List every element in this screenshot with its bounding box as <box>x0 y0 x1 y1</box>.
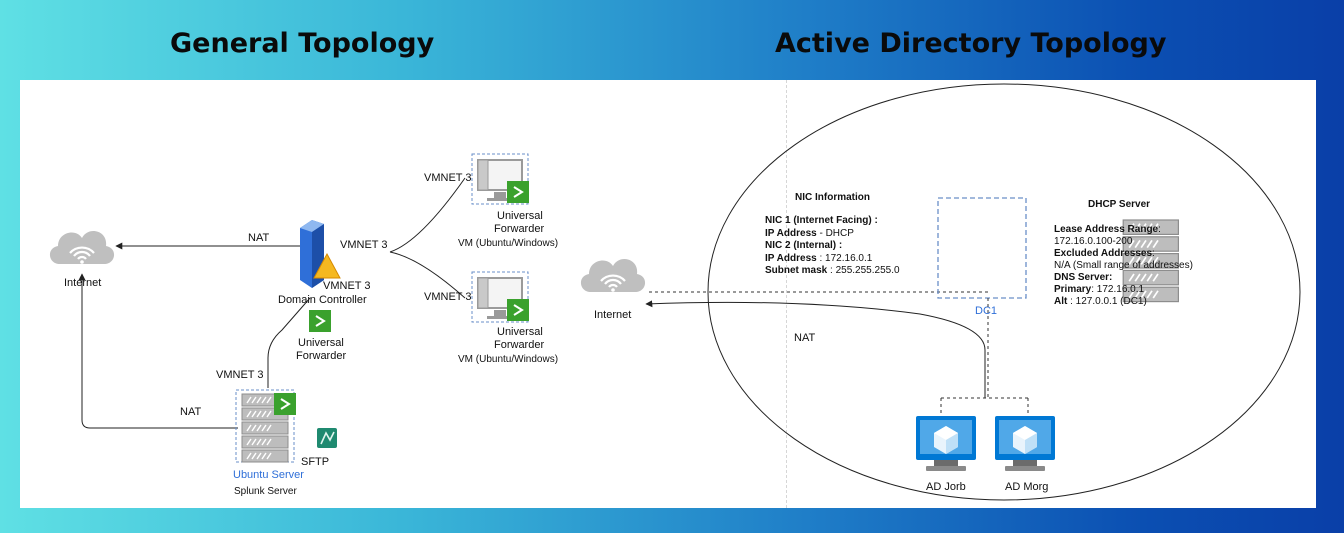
diagram-panel: Internet NAT NAT VMNET 3 VMNET 3 Domain … <box>20 80 1316 508</box>
vm2-caption: VM (Ubuntu/Windows) <box>458 354 558 365</box>
nic1-label: NIC 1 (Internet Facing) : <box>765 215 878 226</box>
nic2-label: NIC 2 (Internal) : <box>765 240 842 251</box>
nic-mask-line: Subnet mask : 255.255.255.0 <box>765 265 900 276</box>
vmnet-vm1-label: VMNET 3 <box>424 172 471 184</box>
ad-internet-cloud-icon <box>579 257 647 294</box>
dc-vm1-link <box>389 177 466 253</box>
ad-jorb-computer-icon <box>916 416 976 471</box>
ad-domain-boundary <box>707 83 1301 501</box>
dhcp-excluded-value: N/A (Small range of addresses) <box>1054 260 1193 271</box>
vmnet-dc-below-label: VMNET 3 <box>323 280 370 292</box>
domain-controller-icon <box>300 220 341 288</box>
general-internet-cloud-icon <box>48 229 116 266</box>
nic-ip2-line: IP Address : 172.16.0.1 <box>765 253 873 264</box>
splunk-server-caption: Splunk Server <box>234 486 297 497</box>
server-universal-forwarder-icon <box>273 392 297 416</box>
nat-bottom-label: NAT <box>180 406 201 418</box>
dc-uf-label-line2: Forwarder <box>296 350 346 362</box>
vm2-uf-label-line2: Forwarder <box>494 339 544 351</box>
vm1-universal-forwarder-icon <box>506 180 530 204</box>
nat-top-label: NAT <box>248 232 269 244</box>
ad-internet-label: Internet <box>594 309 631 321</box>
dhcp-excluded-key-line: Excluded Addresses: <box>1054 248 1155 259</box>
dns-alt-key: Alt <box>1054 296 1068 307</box>
dhcp-range-value: 172.16.0.100-200 <box>1054 236 1133 247</box>
nic-ip1-value: - DHCP <box>817 228 855 239</box>
sftp-label: SFTP <box>301 456 329 468</box>
ubuntu-server-label: Ubuntu Server <box>233 469 304 481</box>
nic-info-title: NIC Information <box>795 192 870 203</box>
dns-alt-value: : 127.0.0.1 (DC1) <box>1067 296 1146 307</box>
nic-mask-value: : 255.255.255.0 <box>827 265 900 276</box>
ad-nat-link <box>645 300 986 398</box>
dhcp-excluded-key: Excluded Addresses <box>1054 248 1152 259</box>
dc-uf-label-line1: Universal <box>298 337 344 349</box>
vmnet-dc-right-label: VMNET 3 <box>340 239 387 251</box>
dc-universal-forwarder-icon <box>308 309 332 333</box>
server-dc-link <box>267 297 311 388</box>
dhcp-range-key-line: Lease Address Range: <box>1054 224 1161 235</box>
dc1-label: DC1 <box>975 305 997 317</box>
dhcp-title: DHCP Server <box>1088 199 1150 210</box>
general-topology-heading: General Topology <box>170 28 435 59</box>
dc-vm2-link <box>389 251 466 299</box>
vm1-caption: VM (Ubuntu/Windows) <box>458 238 558 249</box>
ad-morg-computer-icon <box>995 416 1055 471</box>
nic-mask-key: Subnet mask <box>765 265 828 276</box>
sftp-icon <box>317 428 337 448</box>
vm2-uf-label-line1: Universal <box>497 326 543 338</box>
ad-nat-label: NAT <box>794 332 815 344</box>
nic-ip2-key: IP Address <box>765 253 817 264</box>
dns-primary-line: Primary: 172.16.0.1 <box>1054 284 1145 295</box>
nat-server-internet-link <box>78 273 238 429</box>
dns-alt-line: Alt : 127.0.0.1 (DC1) <box>1054 296 1147 307</box>
dns-primary-key: Primary <box>1054 284 1092 295</box>
nic-ip1-key: IP Address <box>765 228 817 239</box>
nic-ip1-line: IP Address - DHCP <box>765 228 854 239</box>
dhcp-excluded-colon: : <box>1152 248 1155 259</box>
nic-ip2-value: : 172.16.0.1 <box>817 253 873 264</box>
domain-controller-label: Domain Controller <box>278 294 367 306</box>
dc-clients-link <box>940 298 1029 414</box>
vmnet-vm2-label: VMNET 3 <box>424 291 471 303</box>
vm1-uf-label-line2: Forwarder <box>494 223 544 235</box>
vm2-universal-forwarder-icon <box>506 298 530 322</box>
dns-primary-value: : 172.16.0.1 <box>1091 284 1144 295</box>
dc1-server-icon <box>937 197 1180 303</box>
dns-server-key: DNS Server: <box>1054 272 1112 283</box>
vmnet-splunk-label: VMNET 3 <box>216 369 263 381</box>
ad-topology-heading: Active Directory Topology <box>775 28 1167 59</box>
vm1-uf-label-line1: Universal <box>497 210 543 222</box>
dhcp-range-colon: : <box>1158 224 1161 235</box>
ad-morg-label: AD Morg <box>1005 481 1048 493</box>
ad-jorb-label: AD Jorb <box>926 481 966 493</box>
general-internet-label: Internet <box>64 277 101 289</box>
panel-divider <box>786 80 787 508</box>
dhcp-range-key: Lease Address Range <box>1054 224 1159 235</box>
topology-diagram: Internet NAT NAT VMNET 3 VMNET 3 Domain … <box>48 83 1301 501</box>
